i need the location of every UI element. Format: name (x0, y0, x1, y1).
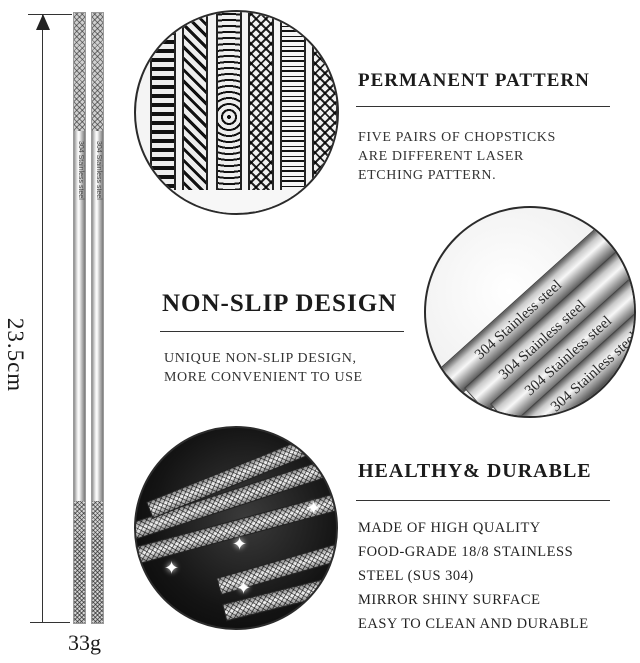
chopstick-right: 304 Stainless steel (91, 12, 104, 624)
durable-divider (356, 500, 610, 501)
nonslip-heading: NON-SLIP DESIGN (162, 290, 398, 317)
pattern-description-line: FIVE PAIRS OF CHOPSTICKS (358, 130, 556, 145)
nonslip-description-line: MORE CONVENIENT TO USE (164, 370, 363, 385)
sparkle-icon: ✦ (164, 558, 180, 579)
non-slip-grip (74, 501, 85, 623)
durable-feature-list: MADE OF HIGH QUALITY FOOD-GRADE 18/8 STA… (358, 516, 589, 636)
pattern-strip (182, 12, 208, 213)
durable-heading: HEALTHY& DURABLE (358, 460, 592, 482)
feature-item: MIRROR SHINY SURFACE (358, 592, 541, 608)
pattern-description-line: ARE DIFFERENT LASER (358, 149, 524, 164)
arrow-up-icon (36, 14, 50, 30)
chopstick-left: 304 Stainless steel (73, 12, 86, 624)
pattern-strip-base (136, 190, 337, 213)
feature-item: MADE OF HIGH QUALITY (358, 520, 541, 536)
pattern-strip (216, 12, 242, 213)
dimension-line (42, 14, 43, 622)
pattern-strip (312, 12, 337, 213)
mirror-surface-image: ✦ ✦ ✦ ✦ (134, 426, 338, 630)
dimension-top-cap (28, 14, 72, 15)
feature-item: EASY TO CLEAN AND DURABLE (358, 616, 589, 632)
feature-item: FOOD-GRADE 18/8 STAINLESS (358, 544, 574, 560)
length-label: 23.5cm (3, 317, 29, 393)
pattern-strip (280, 12, 306, 213)
nonslip-description: UNIQUE NON-SLIP DESIGN, MORE CONVENIENT … (164, 349, 363, 387)
chopstick-stamp: 304 Stainless steel (95, 141, 102, 200)
weight-label: 33g (68, 630, 101, 655)
pattern-heading: PERMANENT PATTERN (358, 70, 590, 91)
dimension-bottom-cap (30, 622, 70, 623)
sparkle-icon: ✦ (306, 498, 322, 519)
nonslip-divider (160, 331, 404, 332)
sparkle-icon: ✦ (232, 534, 248, 555)
pattern-description-line: ETCHING PATTERN. (358, 168, 497, 183)
etched-pattern (74, 13, 85, 131)
pattern-strip (248, 12, 274, 213)
length-label-wrap: 23.5cm (2, 300, 28, 410)
pattern-description: FIVE PAIRS OF CHOPSTICKS ARE DIFFERENT L… (358, 128, 556, 185)
engraving-closeup-image: 304 Stainless steel 304 Stainless steel … (424, 206, 636, 418)
nonslip-description-line: UNIQUE NON-SLIP DESIGN, (164, 351, 357, 366)
non-slip-grip (92, 501, 103, 623)
pattern-divider (356, 106, 610, 107)
etched-pattern (92, 13, 103, 131)
pattern-strip (150, 12, 176, 213)
sparkle-icon: ✦ (236, 578, 252, 599)
feature-item: STEEL (SUS 304) (358, 568, 474, 584)
pattern-closeup-image (134, 10, 339, 215)
chopstick-stamp: 304 Stainless steel (77, 141, 84, 200)
